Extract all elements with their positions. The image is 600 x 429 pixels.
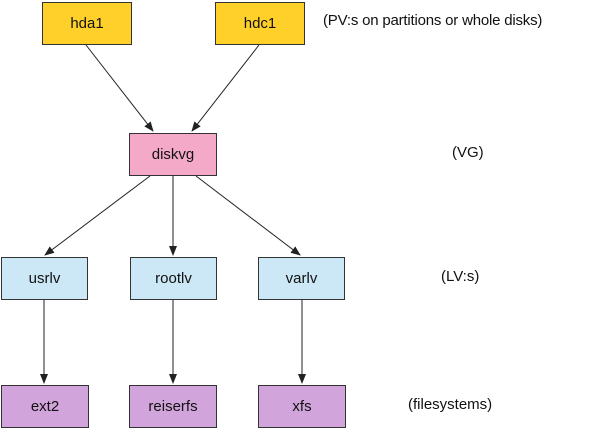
lv-node-usrlv[interactable]: usrlv xyxy=(1,257,88,300)
fs-node-label: ext2 xyxy=(30,398,60,415)
pv-node-hdc1[interactable]: hdc1 xyxy=(215,2,305,45)
lv-node-varlv[interactable]: varlv xyxy=(258,257,345,300)
fs-node-label: reiserfs xyxy=(148,398,198,415)
pv-layer-caption: (PV:s on partitions or whole disks) xyxy=(323,12,543,29)
fs-node-reiserfs[interactable]: reiserfs xyxy=(129,385,217,428)
fs-node-label: xfs xyxy=(292,398,312,415)
fs-layer-caption: (filesystems) xyxy=(408,396,493,413)
vg-layer-caption: (VG) xyxy=(452,144,484,161)
fs-node-xfs[interactable]: xfs xyxy=(258,385,346,428)
pv-node-label: hdc1 xyxy=(243,15,277,32)
lv-layer-caption: (LV:s) xyxy=(441,268,480,285)
arrow-vg-to-lv1 xyxy=(44,175,151,256)
vg-node-label: diskvg xyxy=(151,146,195,163)
arrow-pv1-to-vg xyxy=(85,44,154,132)
fs-node-ext2[interactable]: ext2 xyxy=(1,385,89,428)
arrow-vg-to-lv3 xyxy=(195,175,301,256)
lv-node-label: varlv xyxy=(285,270,318,287)
lv-node-label: rootlv xyxy=(155,270,192,287)
pv-node-label: hda1 xyxy=(70,15,104,32)
lv-node-label: usrlv xyxy=(28,270,61,287)
lv-node-rootlv[interactable]: rootlv xyxy=(130,257,217,300)
arrow-pv2-to-vg xyxy=(191,44,260,132)
pv-node-hda1[interactable]: hda1 xyxy=(42,2,132,45)
vg-node-diskvg[interactable]: diskvg xyxy=(129,133,217,176)
